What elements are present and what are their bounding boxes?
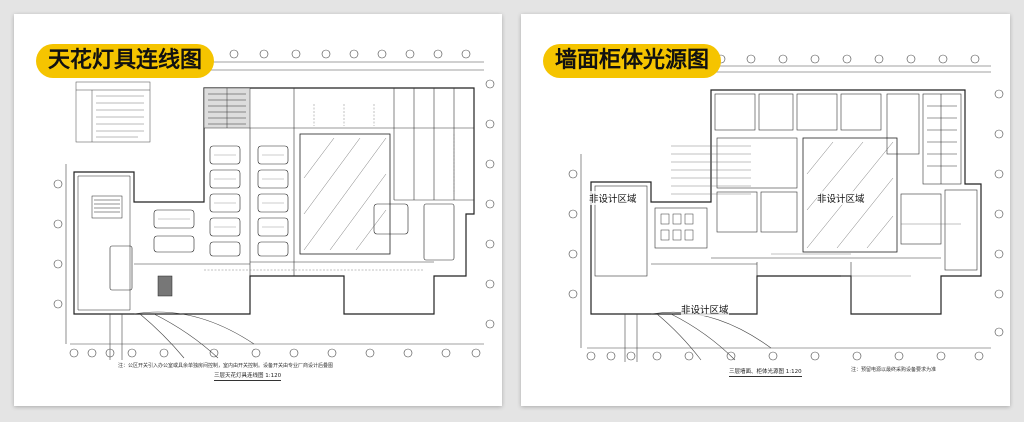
plan-note: 注：公区开关引入办公室或具余单独房间控制，室内由开关控制。设备开关由专业厂商设计…	[118, 363, 334, 369]
ceiling-lighting-floor-plan	[53, 49, 495, 360]
wall-cabinet-floor-plan	[568, 54, 1004, 362]
non-design-zone-label: 非设计区域	[681, 302, 729, 316]
non-design-zone-label: 非设计区域	[817, 191, 865, 205]
plan-note: 注：预留电源以最终采购设备要求为准	[851, 367, 937, 373]
panel-label: 墙面柜体光源图	[543, 44, 722, 78]
ceiling-lighting-plan-sheet: 天花灯具连线图 三层天花灯具连线图 1:120 注：公区开关引入办公室或具余单独…	[14, 14, 502, 406]
wall-cabinet-lighting-plan-sheet: 墙面柜体光源图 非设计区域 非设计区域 非设计区域 三层墙面、柜体光源图 1:1…	[521, 14, 1010, 406]
plan-title: 三层天花灯具连线图 1:120	[214, 373, 282, 381]
plan-title: 三层墙面、柜体光源图 1:120	[729, 369, 802, 377]
non-design-zone-label: 非设计区域	[589, 191, 637, 205]
panel-label: 天花灯具连线图	[36, 44, 215, 78]
